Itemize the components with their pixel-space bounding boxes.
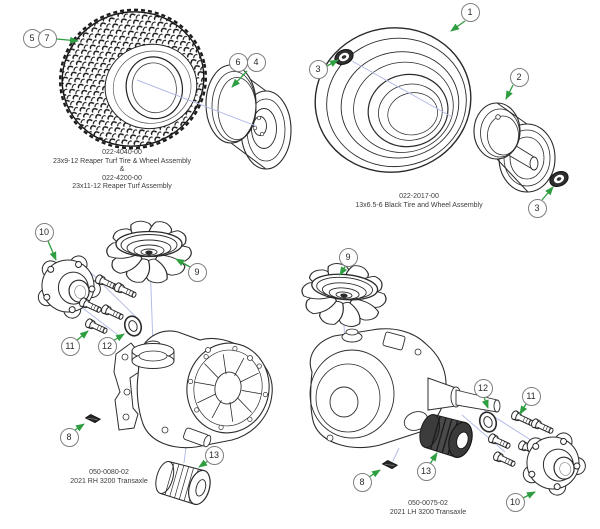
- callout-arrows: [47, 20, 554, 499]
- callout-number: 12: [101, 341, 112, 351]
- oil-filter-illustration: [155, 460, 211, 506]
- callout-number: 5: [29, 33, 35, 43]
- callout-10: 10: [34, 222, 54, 242]
- callout-8: 8: [59, 427, 79, 447]
- callout-3: 3: [527, 198, 547, 218]
- callout-number: 13: [420, 466, 431, 476]
- callout-number: 3: [315, 64, 321, 74]
- wheel-hub-illustration: [31, 252, 106, 325]
- callout-number: 9: [345, 252, 351, 262]
- callout-number: 12: [477, 383, 488, 393]
- turf-tire-illustration: [58, 8, 208, 150]
- assembly-label-lh-transaxle: 050-0075-02 2021 LH 3200 Transaxle: [348, 500, 508, 517]
- part-number: 022-4040-00: [102, 149, 142, 156]
- callout-8: 8: [352, 472, 372, 492]
- callout-number: 9: [194, 267, 200, 277]
- oil-filter-illustration: [419, 414, 473, 459]
- assembly-label-black-tire: 022-2017-00 13x6.5-6 Black Tire and Whee…: [319, 193, 519, 210]
- callout-5: 5: [22, 28, 42, 48]
- callout-7: 7: [37, 28, 57, 48]
- label-ampersand: &: [119, 166, 125, 173]
- assembly-label-reaper-turf: 022-4040-00 23x9-12 Reaper Turf Tire & W…: [22, 149, 222, 192]
- part-description: 23x9-12 Reaper Turf Tire & Wheel Assembl…: [52, 157, 192, 165]
- callout-2: 2: [509, 67, 529, 87]
- callout-number: 4: [253, 57, 259, 67]
- callout-12: 12: [97, 336, 117, 356]
- part-description: 2021 LH 3200 Transaxle: [389, 508, 467, 516]
- callout-number: 8: [359, 477, 365, 487]
- callout-3: 3: [308, 59, 328, 79]
- part-number: 050-0080-02: [89, 469, 129, 476]
- callout-10: 10: [505, 492, 525, 512]
- assembly-label-rh-transaxle: 050-0080-02 2021 RH 3200 Transaxle: [29, 469, 189, 486]
- callout-9: 9: [338, 247, 358, 267]
- callout-number: 13: [208, 450, 219, 460]
- part-description: 13x6.5-6 Black Tire and Wheel Assembly: [355, 201, 483, 209]
- callout-number: 2: [516, 72, 522, 82]
- washer-illustration: [121, 313, 145, 339]
- callout-number: 8: [66, 432, 72, 442]
- callout-number: 6: [235, 57, 241, 67]
- callout-9: 9: [187, 262, 207, 282]
- black-tire-illustration: [314, 27, 472, 173]
- callout-11: 11: [60, 336, 80, 356]
- callout-number: 10: [509, 497, 520, 507]
- turf-wheel-rim-illustration: [205, 64, 292, 170]
- callout-11: 11: [521, 386, 541, 406]
- part-number: 022-4200-00: [102, 174, 142, 182]
- callout-4: 4: [246, 52, 266, 72]
- wheel-hub-illustration: [516, 429, 591, 502]
- callout-13: 13: [204, 445, 224, 465]
- callout-13: 13: [416, 461, 436, 481]
- callout-number: 3: [534, 203, 540, 213]
- part-description: 2021 RH 3200 Transaxle: [70, 477, 148, 485]
- part-number: 050-0075-02: [408, 500, 448, 507]
- callout-1: 1: [460, 2, 480, 22]
- callout-number: 11: [65, 341, 75, 351]
- callout-number: 11: [526, 391, 536, 401]
- rh-transaxle-illustration: [113, 330, 273, 449]
- callout-number: 7: [44, 33, 50, 43]
- black-wheel-rim-illustration: [473, 102, 556, 193]
- roll-pin-illustration: [381, 457, 399, 472]
- part-number: 022-2017-00: [399, 193, 439, 200]
- part-description: 23x11-12 Reaper Turf Assembly: [72, 183, 172, 190]
- cooling-fan-illustration: [106, 218, 192, 286]
- roll-pin-illustration: [84, 411, 102, 426]
- callout-number: 10: [38, 227, 49, 237]
- callout-12: 12: [473, 378, 493, 398]
- callout-number: 1: [467, 7, 473, 17]
- callout-6: 6: [228, 52, 248, 72]
